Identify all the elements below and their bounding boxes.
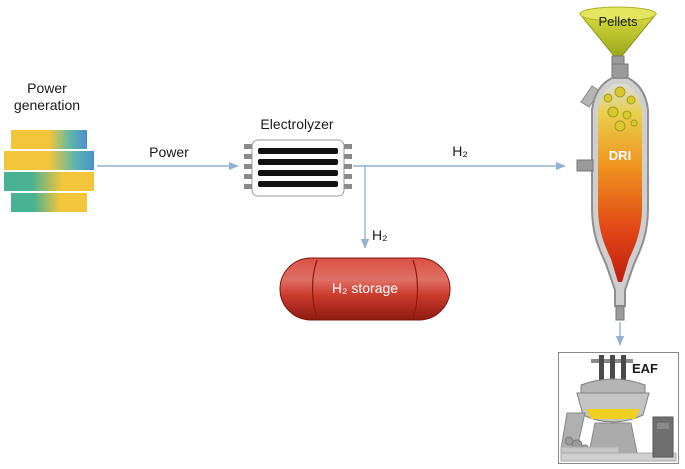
electrolyzer-icon bbox=[244, 139, 352, 197]
power-generation-icon bbox=[4, 130, 94, 212]
electrolyzer-stack bbox=[244, 139, 352, 197]
h2-storage-tank bbox=[279, 257, 451, 321]
power-generation-blocks bbox=[4, 130, 94, 212]
pellets-label: Pellets bbox=[598, 14, 638, 29]
dri-furnace bbox=[576, 63, 649, 321]
electrolyzer-connectors bbox=[244, 144, 352, 189]
eaf-box bbox=[558, 352, 679, 464]
dri-pellet-blobs bbox=[603, 86, 638, 132]
eaf-furnace bbox=[560, 355, 677, 462]
electrolyzer-label: Electrolyzer bbox=[260, 116, 334, 132]
eaf-label: EAF bbox=[632, 361, 658, 376]
dri-label: DRI bbox=[608, 148, 632, 163]
dri-vessel bbox=[576, 63, 649, 321]
h2-to-storage-label: H₂ bbox=[372, 227, 388, 243]
h2-storage-label: H₂ storage bbox=[331, 280, 399, 296]
h2-to-dri-label: H₂ bbox=[452, 143, 468, 159]
power-generation-label: Power generation bbox=[13, 80, 81, 113]
power-arrow-label: Power bbox=[149, 144, 189, 160]
storage-capsule bbox=[279, 257, 451, 321]
eaf-illustration bbox=[560, 355, 677, 462]
